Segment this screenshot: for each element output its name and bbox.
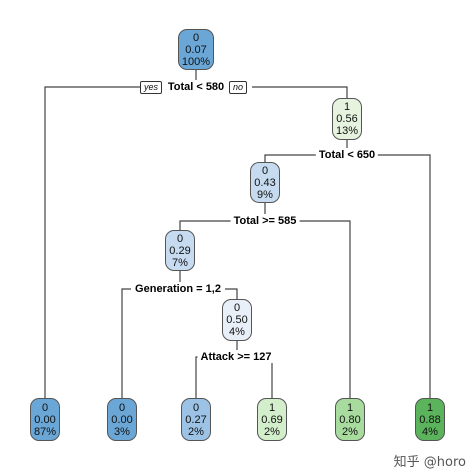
- split-generation: Generation = 1,2: [132, 283, 224, 295]
- edge-split5-right: [269, 356, 273, 398]
- node-right-1-prob: 0.56: [336, 113, 358, 125]
- leaf-2-prob: 0.00: [111, 413, 133, 426]
- leaf-4-prob: 0.69: [261, 413, 283, 426]
- leaf-1: 0 0.00 87%: [30, 398, 60, 441]
- no-label: no: [229, 81, 248, 94]
- edge-split4-left: [121, 288, 131, 398]
- edge-split1-left: [44, 86, 140, 398]
- yes-label: yes: [140, 81, 163, 94]
- leaf-5: 1 0.80 2%: [335, 398, 365, 441]
- leaf-3-class: 0: [192, 401, 200, 414]
- leaf-3-prob: 0.27: [185, 413, 207, 426]
- leaf-4-pct: 2%: [264, 425, 280, 438]
- node-root: 0 0.07 100%: [178, 29, 214, 70]
- leaf-6: 1 0.88 4%: [415, 398, 445, 441]
- node-mid-3-prob: 0.50: [226, 314, 248, 326]
- leaf-3: 0 0.27 2%: [181, 398, 211, 441]
- leaf-6-class: 1: [426, 401, 434, 414]
- leaf-1-class: 0: [41, 401, 49, 414]
- leaf-6-pct: 4%: [422, 425, 438, 438]
- leaf-5-pct: 2%: [342, 425, 358, 438]
- node-right-1-class: 1: [343, 101, 351, 113]
- edge-split3-left: [179, 220, 232, 230]
- node-mid-2-prob: 0.29: [169, 244, 191, 257]
- leaf-2-class: 0: [118, 401, 126, 414]
- node-mid-3-pct: 4%: [229, 326, 245, 338]
- leaf-5-class: 1: [346, 401, 354, 414]
- leaf-5-prob: 0.80: [339, 413, 361, 426]
- leaf-2: 0 0.00 3%: [107, 398, 137, 441]
- node-mid-1-class: 0: [261, 164, 269, 177]
- edge-split4-right: [225, 288, 238, 299]
- split-total-lt-580: Total < 580: [164, 81, 228, 93]
- node-right-1: 1 0.56 13%: [332, 98, 362, 140]
- split-total-lt-650: Total < 650: [315, 149, 379, 161]
- watermark: 知乎 @horo: [393, 455, 466, 470]
- split-total-ge-585: Total >= 585: [230, 215, 300, 227]
- leaf-2-pct: 3%: [114, 425, 130, 438]
- node-mid-2-pct: 7%: [172, 256, 188, 269]
- node-right-1-pct: 13%: [335, 125, 359, 137]
- leaf-4: 1 0.69 2%: [257, 398, 287, 441]
- node-mid-2-class: 0: [176, 232, 184, 245]
- leaf-4-class: 1: [268, 401, 276, 414]
- node-mid-3: 0 0.50 4%: [222, 299, 252, 341]
- edge-split2-right: [377, 154, 431, 398]
- leaf-1-pct: 87%: [33, 425, 57, 438]
- node-mid-2: 0 0.29 7%: [165, 230, 195, 271]
- node-root-prob: 0.07: [185, 43, 207, 56]
- node-mid-3-class: 0: [233, 302, 241, 314]
- leaf-3-pct: 2%: [188, 425, 204, 438]
- edge-split5-left: [195, 356, 202, 398]
- node-mid-1: 0 0.43 9%: [250, 162, 280, 203]
- node-root-pct: 100%: [181, 55, 211, 68]
- split-attack-ge-127: Attack >= 127: [197, 351, 275, 363]
- leaf-1-prob: 0.00: [34, 413, 56, 426]
- leaf-6-prob: 0.88: [419, 413, 441, 426]
- edge-split1-right: [252, 86, 348, 98]
- node-mid-1-prob: 0.43: [254, 176, 276, 189]
- node-mid-1-pct: 9%: [257, 188, 273, 201]
- edge-split3-right: [298, 220, 351, 398]
- edge-split2-left: [264, 154, 317, 162]
- node-root-class: 0: [192, 31, 200, 44]
